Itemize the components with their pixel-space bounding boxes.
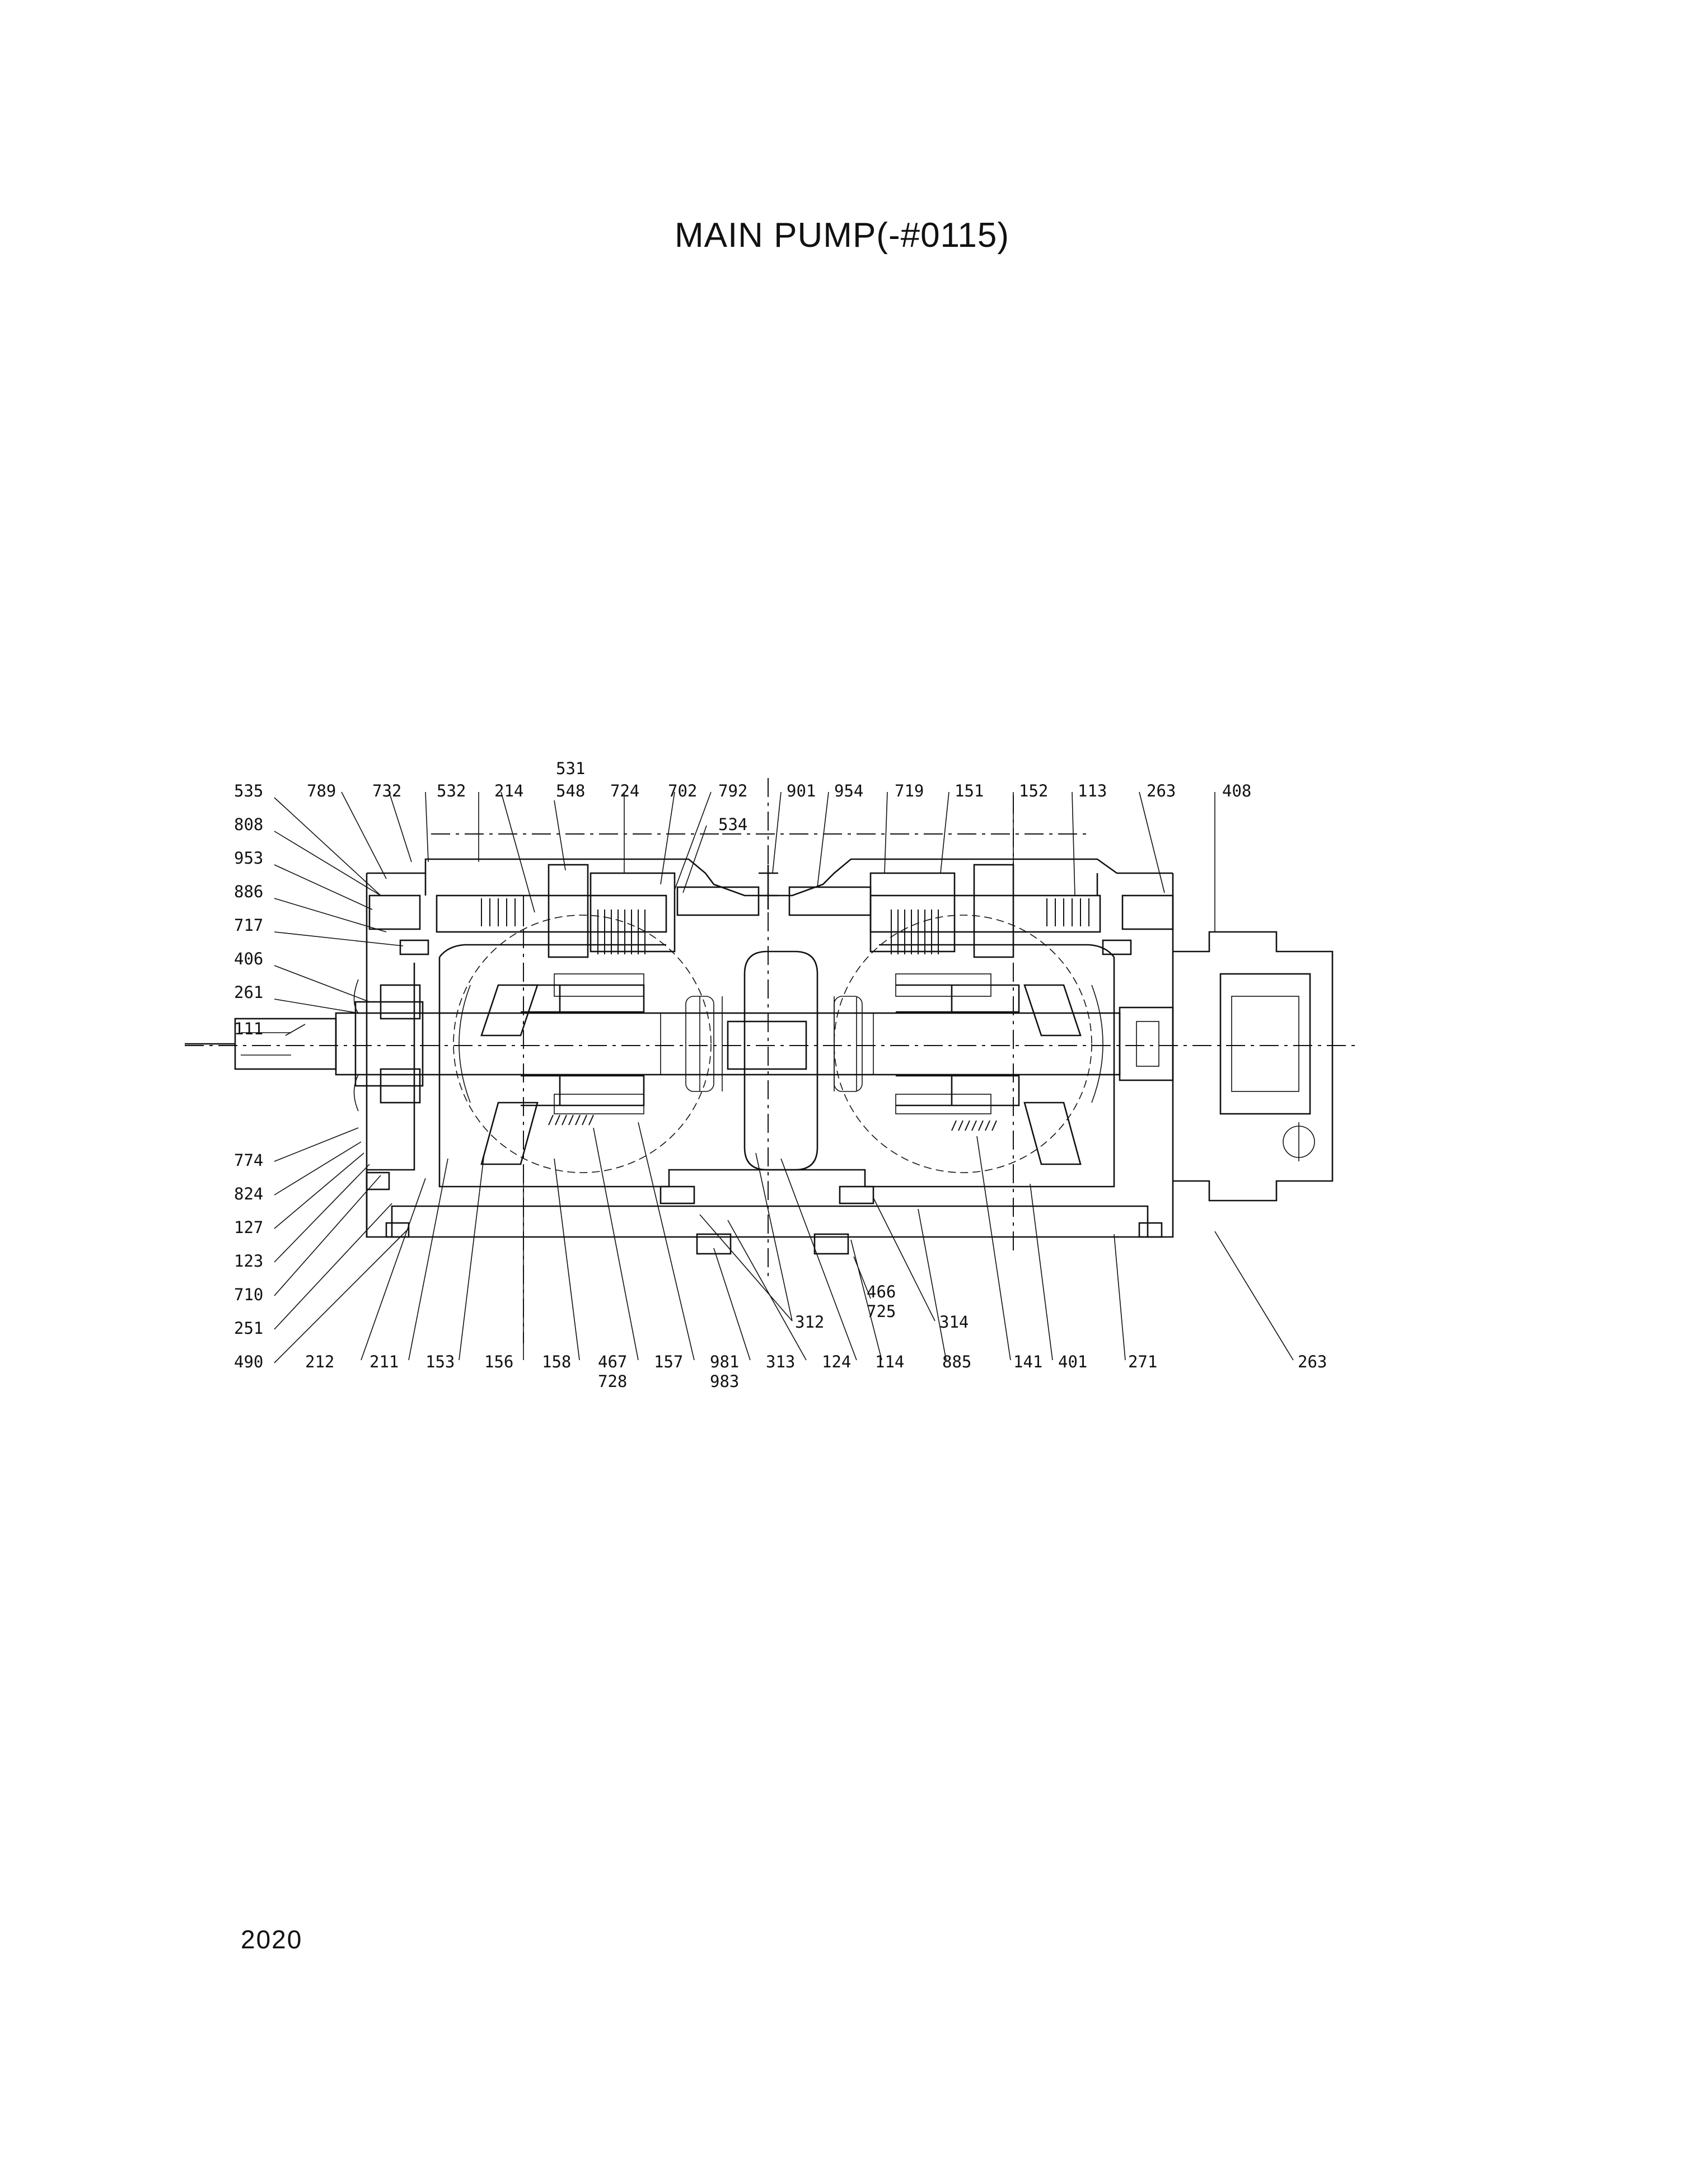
label-114: 114	[875, 1352, 904, 1371]
label-123: 123	[234, 1252, 263, 1271]
label-157: 157	[654, 1352, 683, 1371]
label-981: 981	[710, 1352, 739, 1371]
label-313: 313	[766, 1352, 795, 1371]
leader-lines	[274, 791, 1294, 1363]
label-725: 725	[867, 1302, 896, 1321]
label-710: 710	[234, 1285, 263, 1304]
label-271: 271	[1128, 1352, 1157, 1371]
label-954: 954	[834, 781, 863, 800]
label-127: 127	[234, 1218, 263, 1237]
label-702: 702	[668, 781, 697, 800]
page-title: MAIN PUMP(-#0115)	[674, 216, 1010, 255]
label-314: 314	[939, 1313, 969, 1332]
label-113: 113	[1078, 781, 1107, 800]
label-808: 808	[234, 815, 263, 834]
label-124: 124	[822, 1352, 851, 1371]
label-532: 532	[437, 781, 466, 800]
label-211: 211	[369, 1352, 399, 1371]
label-983: 983	[710, 1372, 739, 1391]
label-535: 535	[234, 781, 263, 800]
label-141: 141	[1013, 1352, 1042, 1371]
page-number: 2020	[241, 1925, 303, 1954]
label-158: 158	[542, 1352, 571, 1371]
label-312: 312	[795, 1313, 824, 1332]
label-824: 824	[234, 1184, 263, 1203]
label-111: 111	[234, 1019, 263, 1038]
label-717: 717	[234, 916, 263, 935]
label-214: 214	[494, 781, 523, 800]
label-153: 153	[425, 1352, 455, 1371]
label-901: 901	[787, 781, 816, 800]
label-728: 728	[598, 1372, 627, 1391]
label-534: 534	[718, 815, 747, 834]
label-719: 719	[895, 781, 924, 800]
label-467: 467	[598, 1352, 627, 1371]
label-261: 261	[234, 983, 263, 1002]
label-212: 212	[305, 1352, 334, 1371]
label-152: 152	[1019, 781, 1048, 800]
label-886: 886	[234, 882, 263, 901]
label-548: 548	[556, 781, 585, 800]
label-953: 953	[234, 849, 263, 868]
label-531: 531	[556, 759, 585, 778]
label-263-bottom: 263	[1298, 1352, 1327, 1371]
label-792: 792	[718, 781, 747, 800]
label-466: 466	[867, 1282, 896, 1301]
label-263-top: 263	[1147, 781, 1176, 800]
label-408: 408	[1222, 781, 1251, 800]
label-251: 251	[234, 1319, 263, 1338]
label-156: 156	[484, 1352, 513, 1371]
part-number-labels: 535 789 732 532 214 531 548 724 702 792 …	[234, 759, 1327, 1391]
label-724: 724	[610, 781, 639, 800]
label-789: 789	[307, 781, 336, 800]
label-490: 490	[234, 1352, 263, 1371]
label-732: 732	[372, 781, 401, 800]
label-885: 885	[942, 1352, 971, 1371]
pump-drawing	[185, 778, 1355, 1343]
label-151: 151	[955, 781, 984, 800]
label-406: 406	[234, 949, 263, 968]
label-401: 401	[1058, 1352, 1087, 1371]
label-774: 774	[234, 1151, 263, 1170]
